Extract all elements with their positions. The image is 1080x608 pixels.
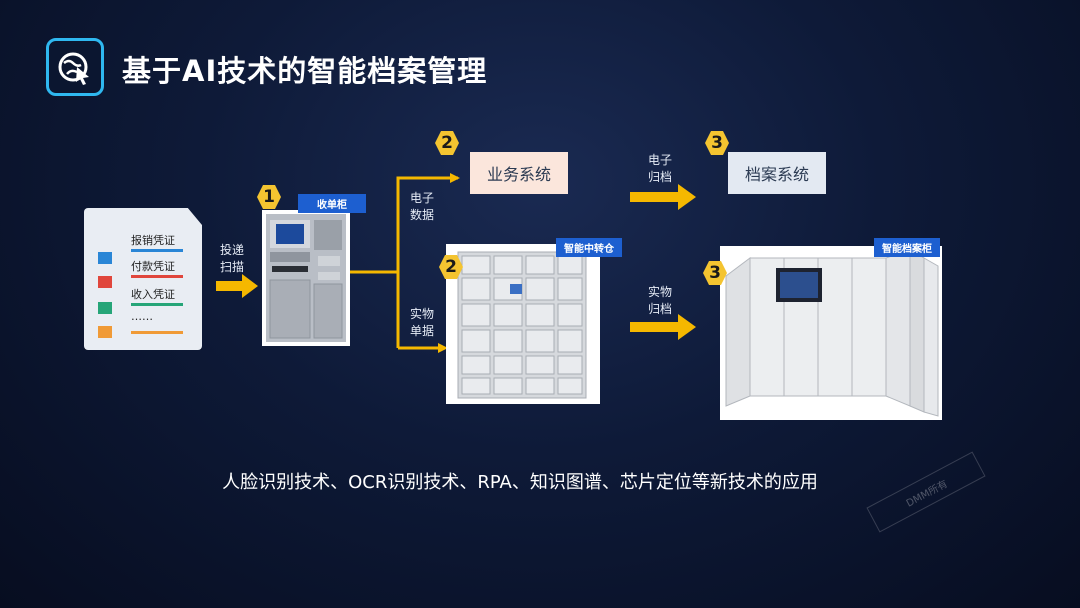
deliver-scan-label: 投递 扫描 bbox=[219, 243, 244, 274]
doc-square-icon bbox=[98, 252, 112, 264]
ai-globe-cursor-icon bbox=[58, 52, 89, 85]
arrow-right-icon bbox=[630, 314, 696, 340]
voucher-label: …… bbox=[131, 310, 153, 323]
doc-square-icon bbox=[98, 302, 112, 314]
voucher-item: …… bbox=[98, 310, 194, 340]
archive-cabinet-tag: 智能档案柜 bbox=[874, 238, 940, 257]
step-badge: 1 bbox=[256, 184, 282, 210]
voucher-label: 报销凭证 bbox=[131, 234, 175, 247]
voucher-document-card: 报销凭证 付款凭证 收入凭证 …… bbox=[84, 208, 202, 350]
app-logo bbox=[46, 38, 104, 96]
page-title: 基于AI技术的智能档案管理 bbox=[122, 54, 488, 88]
branch-connector bbox=[350, 173, 460, 353]
technology-caption: 人脸识别技术、OCR识别技术、RPA、知识图谱、芯片定位等新技术的应用 bbox=[222, 472, 818, 493]
business-system-box: 业务系统 bbox=[470, 152, 568, 194]
voucher-underline bbox=[131, 303, 183, 306]
transfer-warehouse-image bbox=[446, 244, 600, 404]
voucher-underline bbox=[131, 331, 183, 334]
voucher-item: 付款凭证 bbox=[98, 258, 194, 288]
step-badge: 3 bbox=[704, 130, 730, 156]
physical-docs-label: 实物 单据 bbox=[409, 307, 434, 338]
arrow-right-icon bbox=[216, 274, 258, 298]
voucher-underline bbox=[131, 249, 183, 252]
voucher-underline bbox=[131, 275, 183, 278]
collection-cabinet-tag: 收单柜 bbox=[298, 194, 366, 213]
collection-cabinet-image bbox=[262, 210, 350, 346]
voucher-item: 报销凭证 bbox=[98, 232, 194, 264]
electronic-archive-label: 电子 归档 bbox=[647, 153, 672, 184]
arrow-right-icon bbox=[630, 184, 696, 210]
voucher-label: 收入凭证 bbox=[131, 288, 175, 301]
voucher-label: 付款凭证 bbox=[131, 260, 175, 273]
archive-cabinet-image bbox=[720, 246, 942, 420]
step-badge: 3 bbox=[702, 260, 728, 286]
electronic-data-label: 电子 数据 bbox=[409, 191, 434, 222]
doc-square-icon bbox=[98, 276, 112, 288]
step-badge: 2 bbox=[434, 130, 460, 156]
step-badge: 2 bbox=[438, 254, 464, 280]
voucher-item: 收入凭证 bbox=[98, 286, 194, 314]
physical-archive-label: 实物 归档 bbox=[647, 285, 672, 316]
transfer-warehouse-tag: 智能中转仓 bbox=[556, 238, 622, 257]
archive-system-box: 档案系统 bbox=[728, 152, 826, 194]
doc-square-icon bbox=[98, 326, 112, 338]
